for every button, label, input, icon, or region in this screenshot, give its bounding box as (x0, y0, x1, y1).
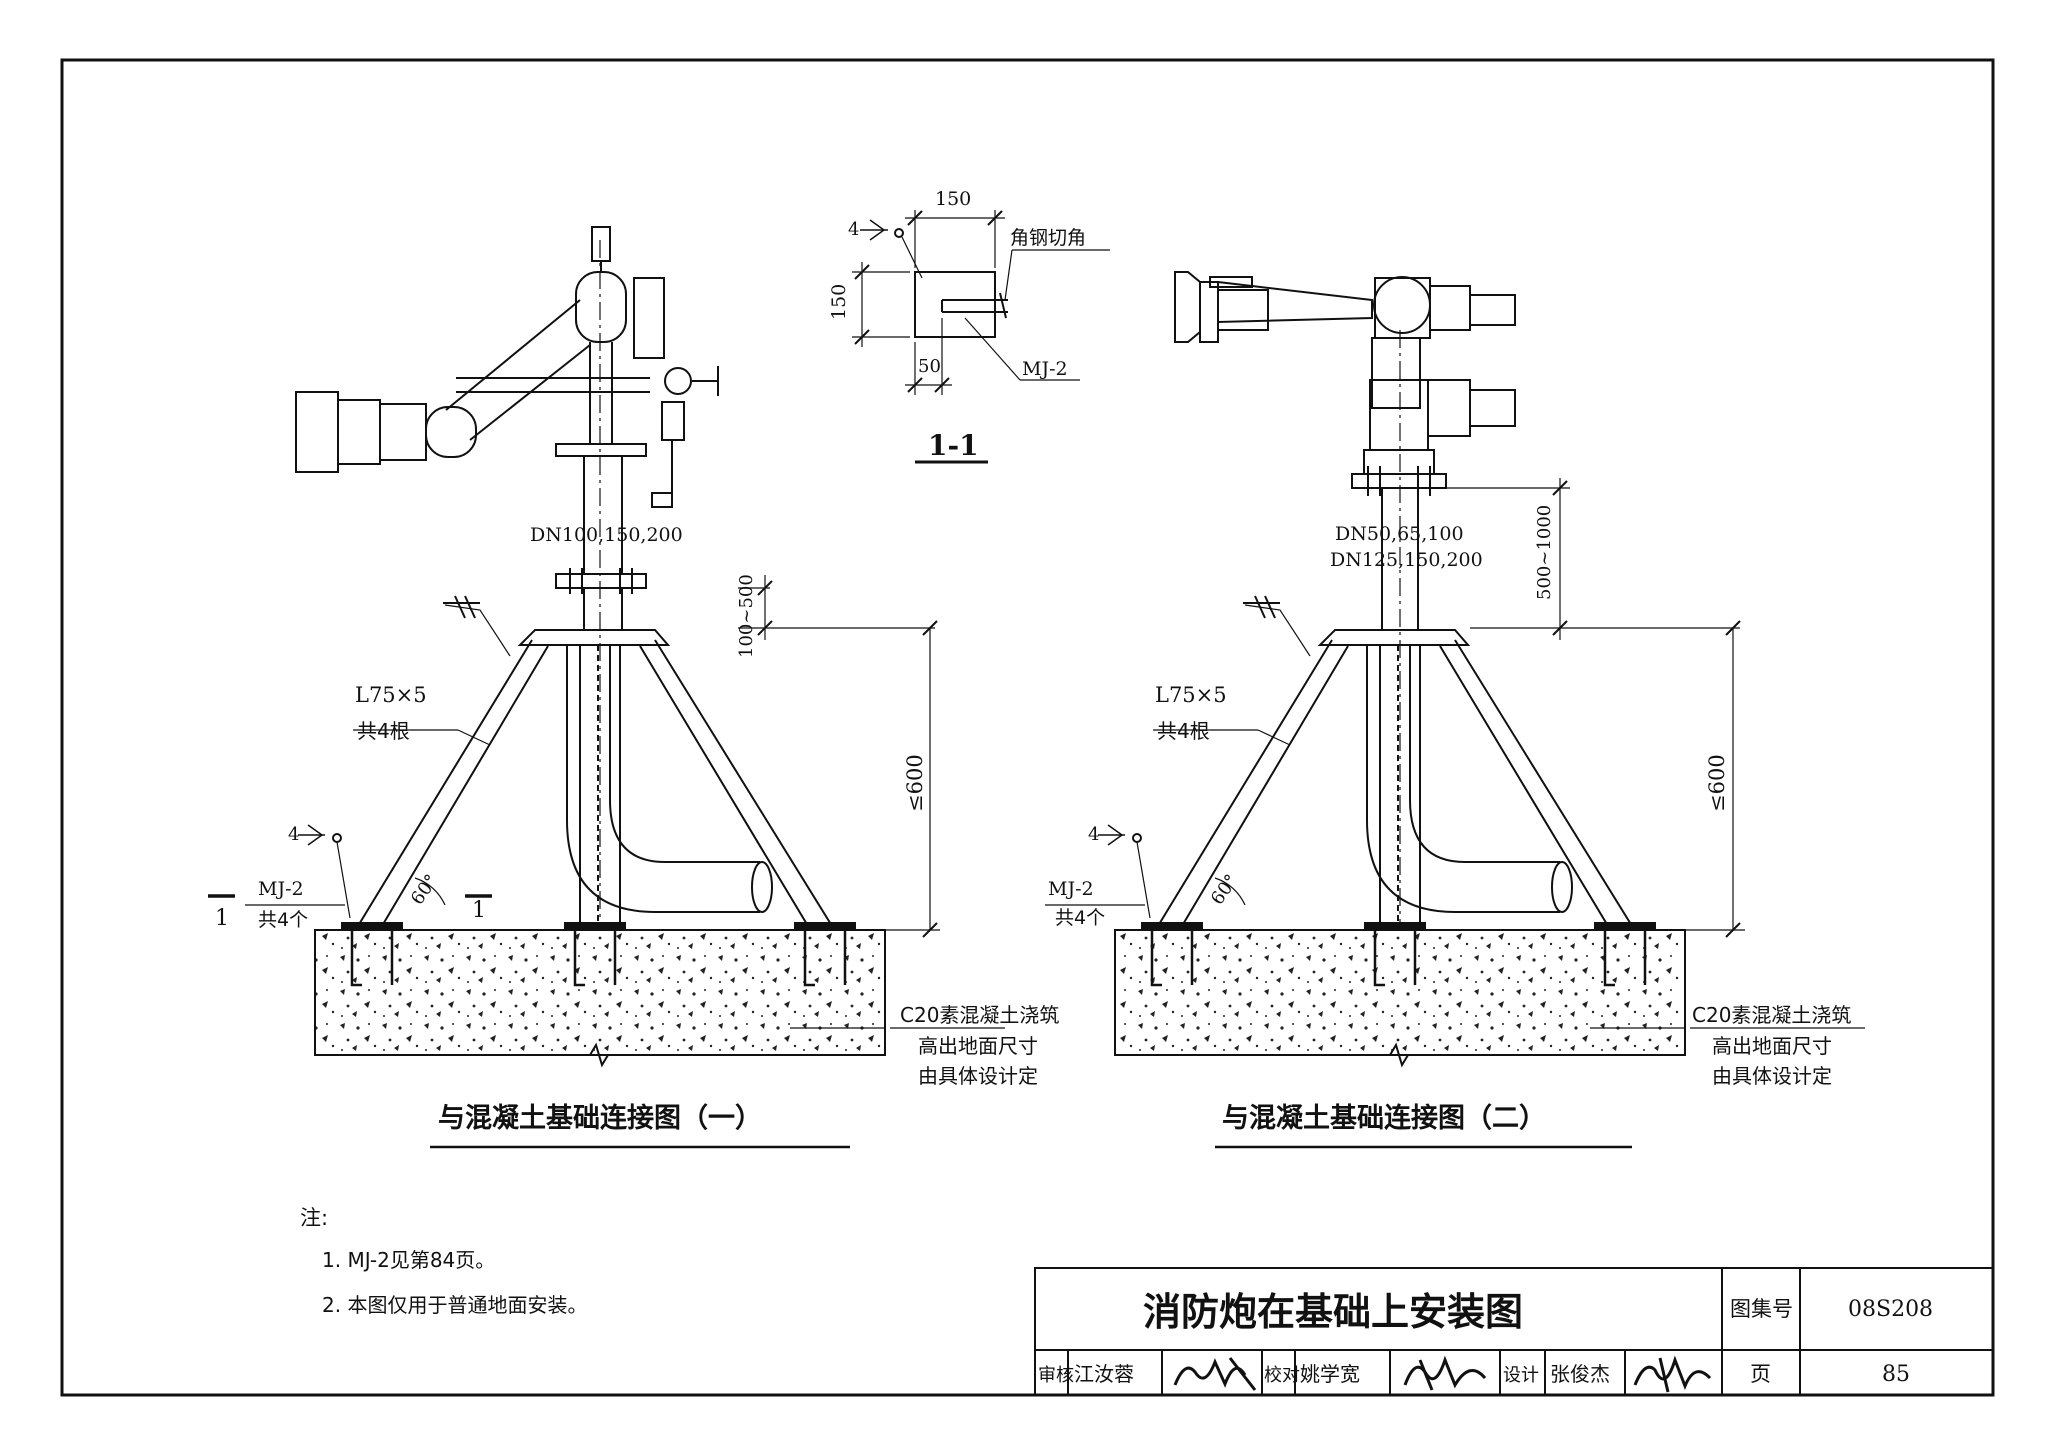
plate-count-1: 共4个 (258, 909, 308, 931)
page-label: 页 (1750, 1362, 1771, 1386)
concrete-note-1a: 高出地面尺寸 (918, 1034, 1038, 1058)
height-dim-label-1: ≤600 (903, 754, 927, 812)
section-plate-label: MJ-2 (1022, 358, 1068, 380)
weld-size-2: 4 (1088, 824, 1099, 845)
atlas-no-label: 图集号 (1730, 1297, 1793, 1321)
plate-label-2: MJ-2 (1048, 878, 1094, 900)
plate-count-2: 共4个 (1055, 907, 1105, 929)
section-marker: 1-1 (928, 429, 979, 462)
signature-review (1173, 1357, 1257, 1391)
concrete-note-2b: 由具体设计定 (1712, 1064, 1832, 1088)
cut-mark-left: 1 (215, 906, 229, 931)
height-dim-label-2: ≤600 (1705, 754, 1729, 812)
signature-check (1403, 1355, 1487, 1391)
section-dim-width: 150 (935, 188, 971, 210)
sheet-border (60, 58, 1995, 1397)
drawing-title: 消防炮在基础上安装图 (1143, 1290, 1523, 1334)
section-weld-size: 4 (848, 219, 859, 240)
title-block (1034, 1267, 1994, 1396)
note-item-2: 2. 本图仅用于普通地面安装。 (322, 1293, 587, 1317)
concrete-note-1b: 由具体设计定 (918, 1064, 1038, 1088)
angle-steel-count-1: 共4根 (357, 719, 410, 743)
page-number: 85 (1882, 1362, 1910, 1387)
angle-cut-label: 角钢切角 (1010, 227, 1086, 249)
atlas-no-value: 08S208 (1848, 1297, 1933, 1322)
section-dim-offset: 50 (918, 356, 941, 377)
section-detail (852, 210, 1110, 464)
note-item-1: 1. MJ-2见第84页。 (322, 1248, 495, 1272)
pipe-size-label-2b: DN125,150,200 (1330, 549, 1483, 571)
review-name: 江汝蓉 (1074, 1362, 1134, 1386)
figure-1 (208, 226, 1005, 1149)
concrete-label-2: C20素混凝土浇筑 (1692, 1003, 1851, 1027)
cut-mark-right: 1 (472, 898, 486, 923)
fire-monitor-2 (1174, 271, 1516, 475)
angle-steel-count-2: 共4根 (1157, 719, 1210, 743)
flange-dim-label-2: 500~1000 (1534, 505, 1555, 600)
weld-size-1: 4 (288, 824, 299, 845)
fire-monitor-1 (295, 226, 719, 508)
flange-dim-label-1: 100~500 (736, 574, 757, 658)
concrete-note-2a: 高出地面尺寸 (1712, 1034, 1832, 1058)
section-dim-height: 150 (828, 284, 850, 320)
review-label: 审核 (1038, 1365, 1074, 1386)
notes-heading: 注: (300, 1206, 328, 1230)
concrete-label-1: C20素混凝土浇筑 (900, 1003, 1059, 1027)
check-name: 姚学宽 (1300, 1362, 1360, 1386)
concrete-base-1 (314, 929, 886, 1056)
angle-steel-label-2: L75×5 (1155, 683, 1227, 707)
design-name: 张俊杰 (1550, 1362, 1610, 1386)
check-label: 校对 (1264, 1365, 1300, 1386)
design-label: 设计 (1503, 1365, 1539, 1386)
figure-caption-1: 与混凝土基础连接图（一） (438, 1102, 762, 1134)
signature-design (1633, 1355, 1712, 1393)
concrete-base-2 (1114, 929, 1686, 1056)
angle-steel-label-1: L75×5 (355, 683, 427, 707)
pipe-size-label-1: DN100,150,200 (530, 524, 683, 546)
pipe-size-label-2a: DN50,65,100 (1335, 523, 1464, 545)
plate-label-1: MJ-2 (258, 878, 304, 900)
figure-caption-2: 与混凝土基础连接图（二） (1222, 1102, 1546, 1134)
figure-2 (1045, 271, 1865, 1149)
